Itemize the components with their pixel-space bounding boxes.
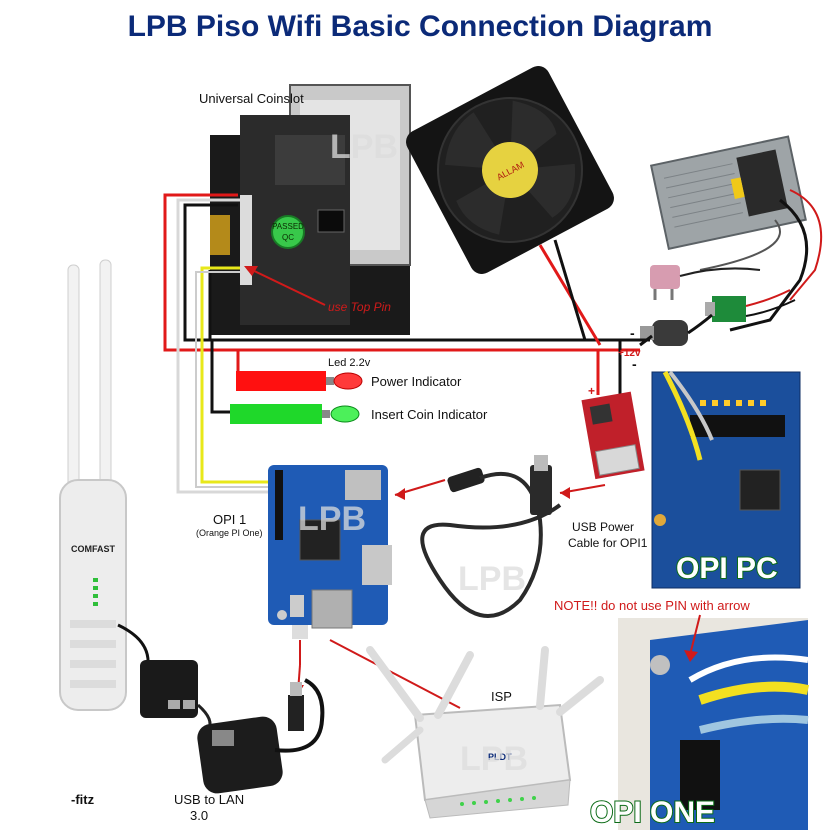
buck-converter-illustration [581,391,645,480]
ac-plug-illustration [650,265,761,300]
opi1-label: OPI 1 [213,512,247,527]
plus-12v-label: +12v [618,348,641,359]
lpb-watermark: LPB [460,740,528,778]
opi-pc-tag: OPI PC [675,551,779,586]
opi-one-photo [618,614,810,830]
opi-one-tag: OPI ONE [589,795,716,830]
coinslot-illustration: PASSED QC [210,84,411,335]
opi-pc-photo [651,370,801,589]
router-brand-text: PLDT [488,752,512,762]
buck-minus-label: - [632,356,637,372]
insert-coin-indicator-label: Insert Coin Indicator [371,407,488,422]
insert-coin-indicator-led [230,404,360,424]
power-bus-wires [163,193,653,395]
lpb-watermark: LPB [298,500,366,538]
signal-wires [176,198,326,494]
orange-pi-one-illustration [268,465,392,639]
use-top-pin-label: use Top Pin [328,300,391,314]
passed-qc-sticker [271,215,305,249]
opi1-sub-label: (Orange PI One) [196,528,263,538]
buck-plus-label: + [588,384,596,398]
isp-label: ISP [491,689,512,704]
power-indicator-led [236,371,363,391]
lpb-watermark: LPB [330,128,398,166]
led-voltage-label: Led 2.2v [328,357,371,369]
coinslot-label: Universal Coinslot [199,91,304,106]
outdoor-access-point-illustration: COMFAST [59,259,127,711]
usb-to-lan-label-line1: USB to LAN [174,792,245,807]
ap-brand-text: COMFAST [71,544,116,554]
usb-lan-adapter-illustration [197,678,325,794]
usb-to-lan-label-line2: 3.0 [190,808,209,823]
usb-power-label-line2: Cable for OPI1 [568,536,648,550]
minus-terminal-label: - [630,325,635,341]
power-supply-illustration [649,135,807,250]
page-title: LPB Piso Wifi Basic Connection Diagram [127,10,713,43]
usb-power-cable [394,455,606,618]
router-illustration: PLDT [366,646,604,819]
author-credit: -fitz [71,792,95,807]
usb-power-label-line1: USB Power [572,520,635,534]
warning-note: NOTE!! do not use PIN with arrow [554,598,750,613]
poe-injector-illustration [117,623,212,731]
cooling-fan-illustration: ALLAM [406,66,614,274]
power-indicator-label: Power Indicator [371,374,462,389]
qc-text: QC [282,233,294,242]
lpb-watermark: LPB [458,560,526,598]
passed-qc-text: PASSED [272,222,304,231]
